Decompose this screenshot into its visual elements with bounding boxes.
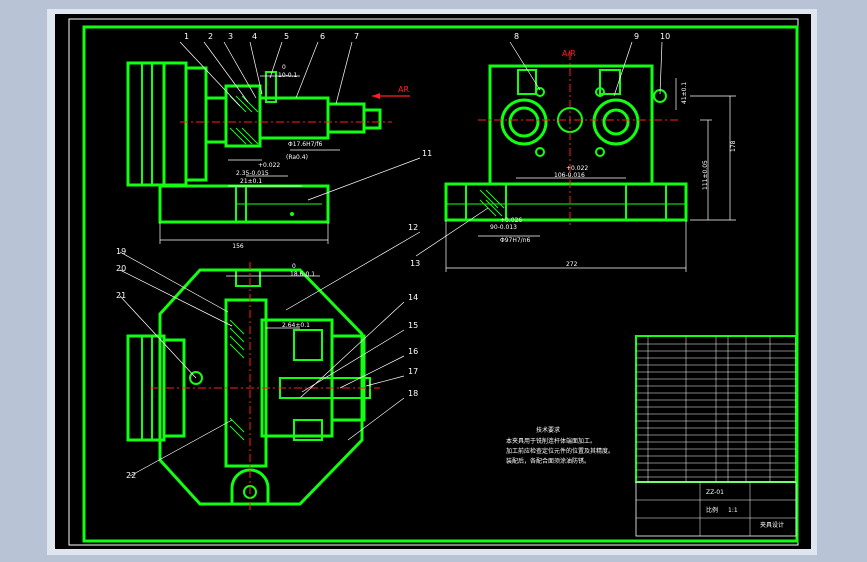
callout-15: 15 (408, 321, 418, 330)
callout-22: 22 (126, 471, 136, 480)
technical-notes: 技术要求 本夹具用于铣削连杆体端面加工。 加工前应检查定位元件的位置及其精度。 … (506, 426, 614, 465)
dim-272: 272 (566, 261, 578, 268)
callout-18: 18 (408, 389, 418, 398)
drawing-canvas[interactable] (55, 14, 811, 549)
callout-13: 13 (410, 259, 420, 268)
callout-16: 16 (408, 347, 418, 356)
scale-label: 比例 (706, 506, 718, 514)
parts-list-rows (636, 336, 796, 482)
notes-line-1: 本夹具用于铣削连杆体端面加工。 (506, 437, 596, 445)
inner-border (82, 25, 799, 543)
callout-20: 20 (116, 264, 126, 273)
dim-264: 2.64±0.1 (282, 322, 310, 329)
front-view (126, 61, 392, 224)
air-label-left: AR (398, 85, 409, 94)
callout-numbers: 1 2 3 4 5 6 7 8 9 10 11 12 13 14 15 16 1… (116, 32, 670, 480)
callout-17: 17 (408, 367, 418, 376)
callout-2: 2 (208, 32, 213, 41)
top-view-dimensions (226, 275, 320, 329)
notes-title: 技术要求 (536, 426, 560, 434)
callout-4: 4 (252, 32, 257, 41)
callout-7: 7 (354, 32, 359, 41)
air-label-right: A/R (562, 49, 576, 58)
dim-zero-2: 0 (292, 263, 296, 270)
callout-19: 19 (116, 247, 126, 256)
callout-10: 10 (660, 32, 670, 41)
callout-11: 11 (422, 149, 432, 158)
callout-5: 5 (284, 32, 289, 41)
dim-235-upper: +0.022 (258, 162, 280, 169)
dim-106-upper: +0.022 (566, 165, 588, 172)
dim-235: 2.35-0.015 (236, 170, 269, 177)
front-view-dimensions (159, 75, 340, 244)
callout-9: 9 (634, 32, 639, 41)
dim-97: Φ97H7/n6 (500, 237, 531, 244)
scale-value: 1:1 (728, 507, 738, 514)
title-block (635, 481, 797, 537)
dim-178: 178 (730, 140, 737, 152)
callout-21: 21 (116, 291, 126, 300)
callout-leaders (119, 41, 663, 477)
dim-90-upper: +0.026 (500, 217, 522, 224)
dim-156: 156 (232, 243, 244, 250)
callout-8: 8 (514, 32, 519, 41)
dim-no-label: (Ra0.4) (286, 154, 308, 161)
callout-6: 6 (320, 32, 325, 41)
dim-111: 111±0.05 (702, 160, 709, 190)
dim-17: Φ17.6H7/f6 (288, 141, 323, 148)
dim-zero: 0 (282, 64, 286, 71)
notes-line-2: 加工前应检查定位元件的位置及其精度。 (506, 447, 614, 455)
callout-3: 3 (228, 32, 233, 41)
callout-12: 12 (408, 223, 418, 232)
dim-90: 90-0.013 (490, 224, 517, 231)
callout-14: 14 (408, 293, 418, 302)
dim-21: 21±0.1 (240, 178, 262, 185)
notes-line-3: 装配后，各配合面须涂油防锈。 (506, 457, 590, 465)
callout-1: 1 (184, 32, 189, 41)
drawing-number: ZZ-01 (706, 489, 724, 496)
top-view (126, 262, 380, 512)
dim-10: 10-0.1 (278, 72, 298, 79)
dim-186: 18.6-0.1 (290, 271, 315, 278)
drawing-title: 夹具设计 (760, 521, 784, 529)
dim-41: 41±0.1 (681, 82, 688, 104)
side-view (444, 52, 688, 226)
dim-106: 106-0.016 (554, 172, 585, 179)
air-arrow-head (372, 93, 380, 99)
side-view-dimensions (445, 78, 736, 272)
